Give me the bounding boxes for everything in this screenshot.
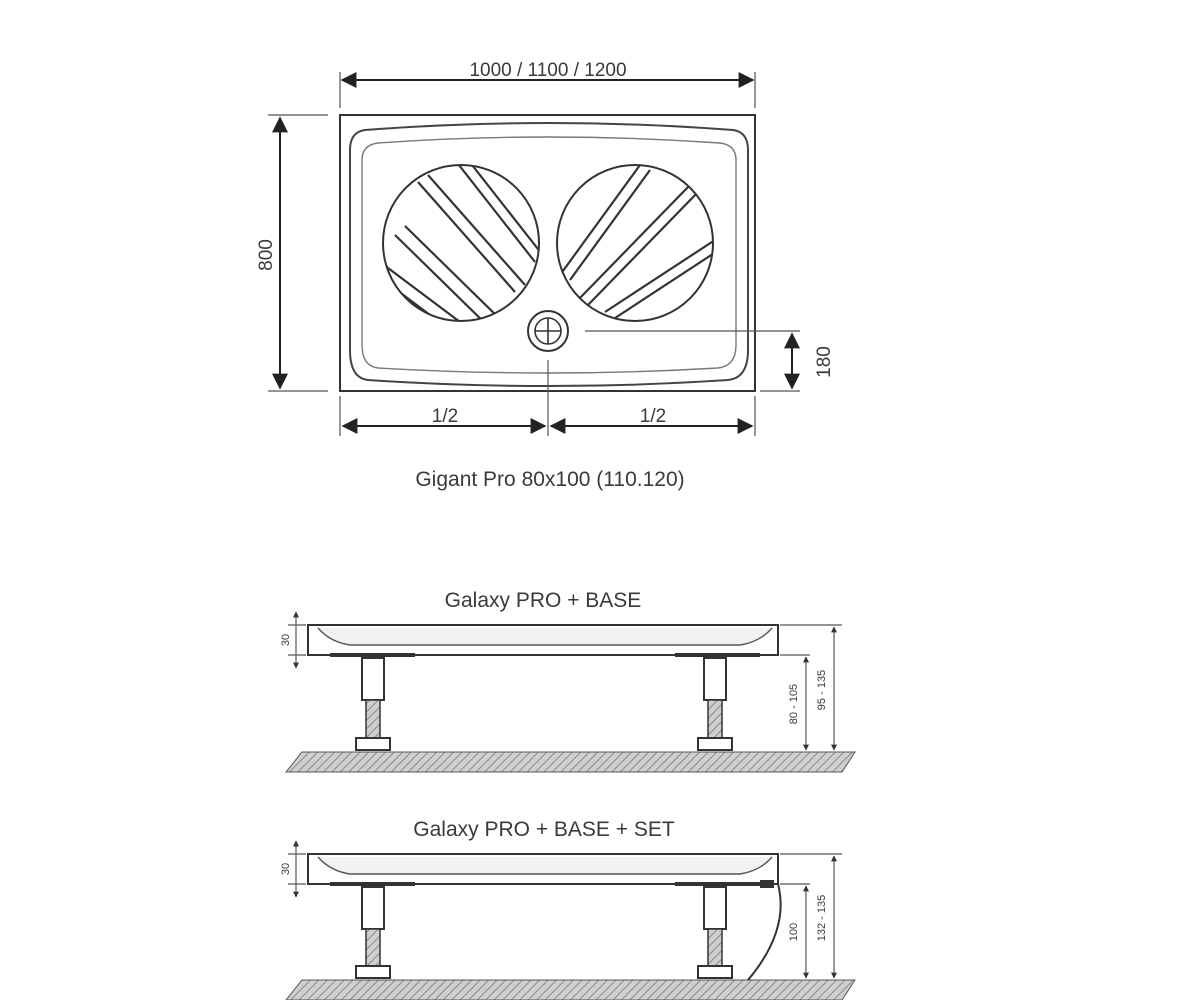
set-caption: Galaxy PRO + BASE + SET: [413, 818, 675, 841]
base-leg-right: [697, 657, 733, 751]
right-anti-slip-pattern: [556, 164, 714, 322]
top-view: 1000 / 1100 / 1200 800: [256, 60, 835, 491]
set-front-panel: [747, 883, 782, 981]
side-view-base: Galaxy PRO + BASE 30 80 - 105: [280, 589, 856, 773]
drain-icon: [527, 310, 569, 352]
base-total-range-label: 95 - 135: [816, 670, 828, 710]
tray-inner-rim: [349, 122, 749, 387]
base-rim-label: 30: [280, 634, 292, 646]
half-right-label: 1/2: [640, 406, 666, 427]
set-leg-right: [697, 886, 733, 979]
top-view-caption: Gigant Pro 80x100 (110.120): [415, 468, 684, 491]
side-view-set: Galaxy PRO + BASE + SET 30 100: [280, 818, 856, 1000]
floor-set: [285, 979, 856, 1000]
drain-offset-label: 180: [814, 346, 835, 378]
set-total-range-label: 132 - 135: [816, 895, 828, 941]
set-leg-label: 100: [788, 923, 800, 941]
set-rim-label: 30: [280, 863, 292, 875]
set-leg-left: [355, 886, 391, 979]
left-anti-slip-pattern: [382, 164, 540, 322]
base-caption: Galaxy PRO + BASE: [445, 589, 642, 612]
base-leg-range-label: 80 - 105: [788, 684, 800, 724]
width-label: 1000 / 1100 / 1200: [469, 60, 626, 81]
height-label: 800: [256, 239, 277, 271]
base-leg-left: [355, 657, 391, 751]
half-left-label: 1/2: [432, 406, 458, 427]
floor: [284, 751, 856, 773]
